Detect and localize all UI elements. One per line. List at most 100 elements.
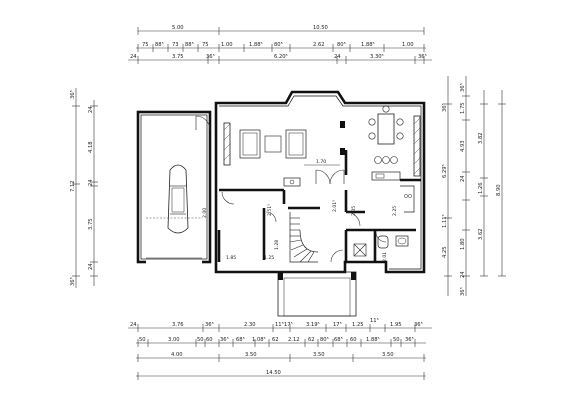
bottom-dim-2-13: 60 bbox=[350, 337, 357, 343]
bottom-dim-1-1: 24 bbox=[130, 322, 137, 328]
right-dim-5: 6.29⁵ bbox=[442, 164, 448, 178]
left-dim-4: 24 bbox=[88, 179, 94, 186]
living-furniture bbox=[239, 129, 307, 159]
right-dim-9: 1.26 bbox=[478, 182, 484, 194]
annotation-2: 2.00 bbox=[202, 208, 208, 218]
left-dimension-chains: 36⁵ 24 4.18 24 7.12 3.75 24 36⁵ bbox=[70, 88, 98, 288]
top-dim-3-7: 36⁵ bbox=[418, 54, 427, 60]
top-dim-2-1: 75 bbox=[142, 42, 149, 48]
door-swings bbox=[195, 115, 387, 263]
right-dim-11: 1.80 bbox=[460, 238, 466, 250]
entrance-porch bbox=[277, 271, 357, 317]
top-dim-2-3: 73 bbox=[172, 42, 179, 48]
bottom-dim-1-11: 1.95 bbox=[390, 322, 402, 328]
bottom-dim-2-9: 2.12 bbox=[288, 337, 300, 343]
bottom-dim-1-6: 17⁵ bbox=[284, 322, 293, 328]
bottom-dim-3-2: 3.50 bbox=[245, 352, 257, 358]
bottom-dim-2-3: 50 bbox=[197, 337, 204, 343]
bottom-dim-1-4: 2.30 bbox=[244, 322, 256, 328]
kitchen-counter bbox=[371, 156, 415, 213]
top-dim-3-2: 3.75 bbox=[172, 54, 184, 60]
annotation-7: 2.01 bbox=[382, 252, 388, 262]
top-dim-1-b: 10.50 bbox=[313, 25, 328, 31]
staircase bbox=[289, 212, 319, 263]
right-dim-15: 36⁵ bbox=[460, 287, 466, 296]
right-dim-6: 3.82 bbox=[478, 132, 484, 144]
building-walls bbox=[136, 90, 426, 274]
top-dim-3-4: 6.20⁵ bbox=[274, 54, 288, 60]
top-dim-3-5: 24 bbox=[334, 54, 341, 60]
annotation-5: 2.05 bbox=[351, 206, 357, 216]
car-symbol bbox=[167, 164, 189, 234]
bottom-dim-2-8: 62 bbox=[272, 337, 279, 343]
annotation-6: 1.28 bbox=[274, 240, 280, 250]
dining-table bbox=[368, 105, 404, 145]
bottom-dim-2-11: 80⁵ bbox=[320, 337, 329, 343]
right-dim-7: 8.90 bbox=[496, 184, 502, 196]
left-dim-8: 36⁵ bbox=[70, 277, 76, 286]
bottom-dim-3-1: 4.00 bbox=[171, 352, 183, 358]
bottom-dim-1-10: 11⁵ bbox=[370, 318, 379, 324]
top-dim-2-6: 1.00 bbox=[221, 42, 233, 48]
bottom-dim-2-6: 68⁵ bbox=[236, 337, 245, 343]
top-dim-2-12: 1.00 bbox=[402, 42, 414, 48]
right-dim-13: 3.62 bbox=[478, 228, 484, 240]
bottom-dim-2-16: 36⁵ bbox=[405, 337, 414, 343]
interior-annotations: 1.70 2.00 2.51⁵ 2.01⁵ 2.05 1.28 2.01 2.2… bbox=[202, 159, 398, 262]
left-dim-3: 4.18 bbox=[88, 141, 94, 153]
top-dimension-chains: 5.00 10.50 75 88⁵ 73 88⁵ 75 1.00 1.88⁵ 8… bbox=[128, 25, 432, 64]
right-dim-12: 4.25 bbox=[442, 246, 448, 258]
bottom-dim-2-1: 50 bbox=[139, 337, 146, 343]
bottom-dim-2-12: 68⁵ bbox=[334, 337, 343, 343]
fireplace bbox=[283, 177, 301, 187]
left-dim-7: 24 bbox=[88, 263, 94, 270]
right-dim-8: 24 bbox=[460, 175, 466, 182]
top-dim-2-7: 1.88⁵ bbox=[249, 42, 263, 48]
right-dim-3: 36⁵ bbox=[442, 103, 448, 112]
bottom-dim-3-4: 3.50 bbox=[382, 352, 394, 358]
bottom-dim-1-5: 11⁵ bbox=[275, 322, 284, 328]
bottom-dim-2-4: 60 bbox=[206, 337, 213, 343]
bottom-dim-2-5: 36⁵ bbox=[220, 337, 229, 343]
top-dim-2-8: 80⁵ bbox=[274, 42, 283, 48]
annotation-1: 1.70 bbox=[316, 159, 326, 165]
bottom-dim-2-10: 62 bbox=[308, 337, 315, 343]
top-dim-2-2: 88⁵ bbox=[155, 42, 164, 48]
annotation-4: 2.01⁵ bbox=[332, 200, 338, 212]
left-dim-1: 36⁵ bbox=[70, 90, 76, 99]
bathroom-fixtures bbox=[353, 235, 409, 257]
annotation-3: 2.51⁵ bbox=[267, 204, 273, 216]
top-dim-2-5: 75 bbox=[202, 42, 209, 48]
bottom-dim-1-12: 36⁵ bbox=[414, 322, 423, 328]
bottom-dim-2-2: 3.00 bbox=[168, 337, 180, 343]
bottom-dim-3-3: 3.50 bbox=[313, 352, 325, 358]
bottom-dim-4-1: 14.50 bbox=[266, 370, 281, 376]
bottom-dim-2-14: 1.88⁵ bbox=[366, 337, 380, 343]
right-dimension-chains: 36⁵ 1.75 36⁵ 4.93 6.29⁵ 3.82 8.90 24 1.2… bbox=[442, 76, 506, 296]
right-dim-1: 36⁵ bbox=[460, 83, 466, 92]
top-dim-3-1: 24 bbox=[130, 54, 137, 60]
top-dim-2-9: 2.62 bbox=[313, 42, 325, 48]
right-dim-10: 1.11⁵ bbox=[442, 214, 448, 228]
bottom-dim-2-7: 1.08⁵ bbox=[252, 337, 266, 343]
bottom-dim-1-3: 36⁵ bbox=[205, 322, 214, 328]
top-dim-3-6: 3.30⁵ bbox=[370, 54, 384, 60]
top-dim-1-a: 5.00 bbox=[172, 25, 184, 31]
left-dim-5: 7.12 bbox=[70, 180, 76, 192]
right-dim-2: 1.75 bbox=[460, 102, 466, 114]
bottom-dimension-chains: 24 3.76 36⁵ 2.30 11⁵ 17⁵ 3.19⁵ 17⁵ 1.25 … bbox=[128, 318, 432, 380]
bottom-dim-1-9: 1.25 bbox=[352, 322, 364, 328]
top-dim-2-10: 80⁵ bbox=[337, 42, 346, 48]
top-dim-3-3: 36⁵ bbox=[206, 54, 215, 60]
bottom-dim-1-8: 17⁵ bbox=[333, 322, 342, 328]
annotation-8: 2.25 bbox=[392, 206, 398, 216]
bottom-dim-1-7: 3.19⁵ bbox=[306, 322, 320, 328]
bottom-dim-1-2: 3.76 bbox=[172, 322, 184, 328]
annotation-9: 1.25 bbox=[264, 255, 274, 261]
right-dim-14: 24 bbox=[460, 271, 466, 278]
annotation-10: 1.85 bbox=[226, 255, 236, 261]
bottom-dim-2-15: 50 bbox=[393, 337, 400, 343]
top-dim-2-11: 1.88⁵ bbox=[361, 42, 375, 48]
left-dim-2: 24 bbox=[88, 106, 94, 113]
